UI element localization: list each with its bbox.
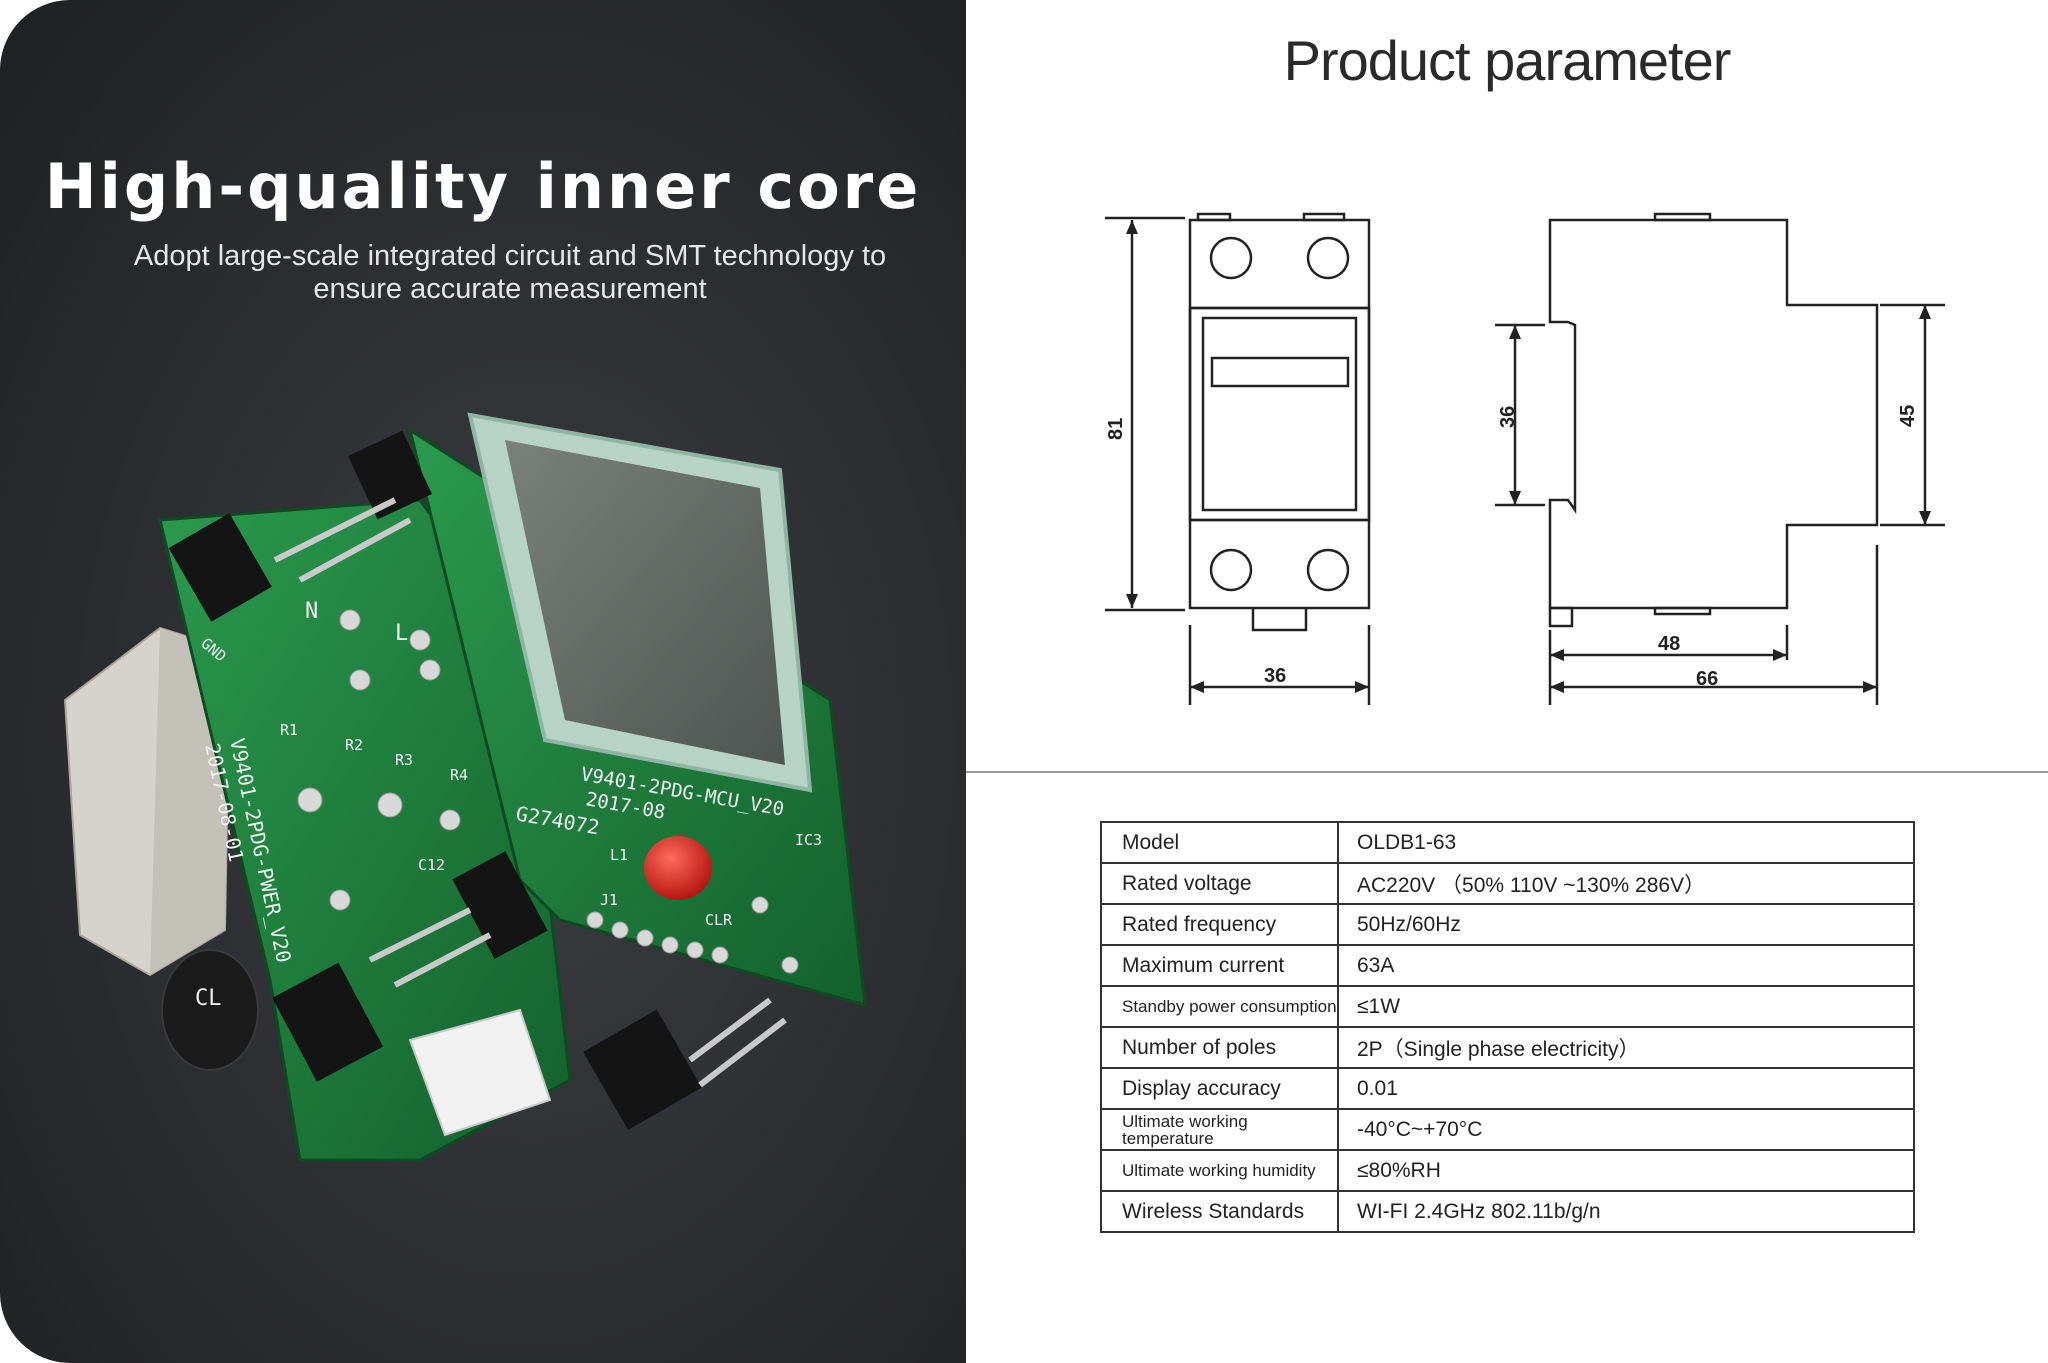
parameter-title: Product parameter bbox=[1283, 29, 1732, 92]
mark-r3: R3 bbox=[395, 751, 413, 769]
front-view-body bbox=[1188, 218, 1371, 610]
table-row: Rated frequency 50Hz/60Hz bbox=[1100, 903, 1915, 946]
spec-value: 0.01 bbox=[1337, 1067, 1915, 1110]
front-view-display bbox=[1210, 356, 1350, 388]
spec-label: Wireless Standards bbox=[1100, 1190, 1339, 1233]
spec-value: 2P（Single phase electricity） bbox=[1337, 1026, 1915, 1069]
table-row: Model OLDB1-63 bbox=[1100, 821, 1915, 864]
mark-cl: CL bbox=[195, 986, 222, 1011]
mark-r1: R1 bbox=[280, 721, 298, 739]
dim-side-depth-inner: 48 bbox=[1658, 633, 1680, 655]
spec-table: Model OLDB1-63 Rated voltage AC220V （50%… bbox=[1100, 821, 1915, 1233]
mark-r2: R2 bbox=[345, 736, 363, 754]
inner-core-description: Adopt large-scale integrated circuit and… bbox=[80, 240, 940, 306]
pcb-illustration: V9401-2PDG-PWER_V20 2017-08-01 V9401-2PD… bbox=[63, 412, 867, 1162]
spec-label: Number of poles bbox=[1100, 1026, 1339, 1069]
dim-side-inner-height: 36 bbox=[1497, 406, 1519, 428]
led-red bbox=[644, 836, 712, 900]
description-line-2: ensure accurate measurement bbox=[313, 273, 707, 305]
section-divider bbox=[966, 771, 2048, 773]
mark-r4: R4 bbox=[450, 766, 468, 784]
spec-value: ≤1W bbox=[1337, 985, 1915, 1028]
side-view-body bbox=[1548, 218, 1879, 610]
table-row: Wireless Standards WI-FI 2.4GHz 802.11b/… bbox=[1100, 1190, 1915, 1233]
table-row: Ultimate working temperature -40°C~+70°C bbox=[1100, 1108, 1915, 1151]
spec-label: Ultimate working temperature bbox=[1100, 1108, 1339, 1151]
table-row: Rated voltage AC220V （50% 110V ~130% 286… bbox=[1100, 862, 1915, 905]
spec-value: ≤80%RH bbox=[1337, 1149, 1915, 1192]
spec-value: 63A bbox=[1337, 944, 1915, 987]
spec-label: Model bbox=[1100, 821, 1339, 864]
dim-side-outer-height: 45 bbox=[1897, 405, 1919, 427]
spec-value: -40°C~+70°C bbox=[1337, 1108, 1915, 1151]
pin-headers bbox=[168, 430, 702, 1130]
spec-value: OLDB1-63 bbox=[1337, 821, 1915, 864]
spec-label: Maximum current bbox=[1100, 944, 1339, 987]
inner-core-headline: High-quality inner core bbox=[44, 150, 922, 223]
spec-label: Rated frequency bbox=[1100, 903, 1339, 946]
spec-label: Ultimate working humidity bbox=[1100, 1149, 1339, 1192]
mark-n: N bbox=[305, 599, 318, 624]
mark-c12: C12 bbox=[418, 856, 445, 874]
spec-value: WI-FI 2.4GHz 802.11b/g/n bbox=[1337, 1190, 1915, 1233]
spec-label: Display accuracy bbox=[1100, 1067, 1339, 1110]
mark-ic3: IC3 bbox=[795, 831, 822, 849]
mark-clr: CLR bbox=[705, 911, 733, 929]
table-row: Standby power consumption ≤1W bbox=[1100, 985, 1915, 1028]
white-connector bbox=[408, 1008, 552, 1137]
dim-front-height: 81 bbox=[1105, 418, 1127, 440]
description-line-1: Adopt large-scale integrated circuit and… bbox=[133, 240, 887, 272]
mark-j1: J1 bbox=[600, 891, 618, 909]
table-row: Ultimate working humidity ≤80%RH bbox=[1100, 1149, 1915, 1192]
capacitor bbox=[161, 949, 259, 1071]
table-row: Maximum current 63A bbox=[1100, 944, 1915, 987]
spec-label: Rated voltage bbox=[1100, 862, 1339, 905]
dim-side-depth-total: 66 bbox=[1696, 668, 1718, 690]
spec-value: AC220V （50% 110V ~130% 286V） bbox=[1337, 862, 1915, 905]
table-row: Display accuracy 0.01 bbox=[1100, 1067, 1915, 1110]
mark-l: L bbox=[395, 621, 408, 646]
spec-label: Standby power consumption bbox=[1100, 985, 1339, 1028]
dim-front-width: 36 bbox=[1264, 665, 1286, 687]
spec-value: 50Hz/60Hz bbox=[1337, 903, 1915, 946]
lcd-screen bbox=[505, 440, 785, 765]
mark-l1: L1 bbox=[610, 846, 628, 864]
table-row: Number of poles 2P（Single phase electric… bbox=[1100, 1026, 1915, 1069]
dimension-drawing: 81 36 36 45 48 66 bbox=[1105, 212, 1945, 705]
